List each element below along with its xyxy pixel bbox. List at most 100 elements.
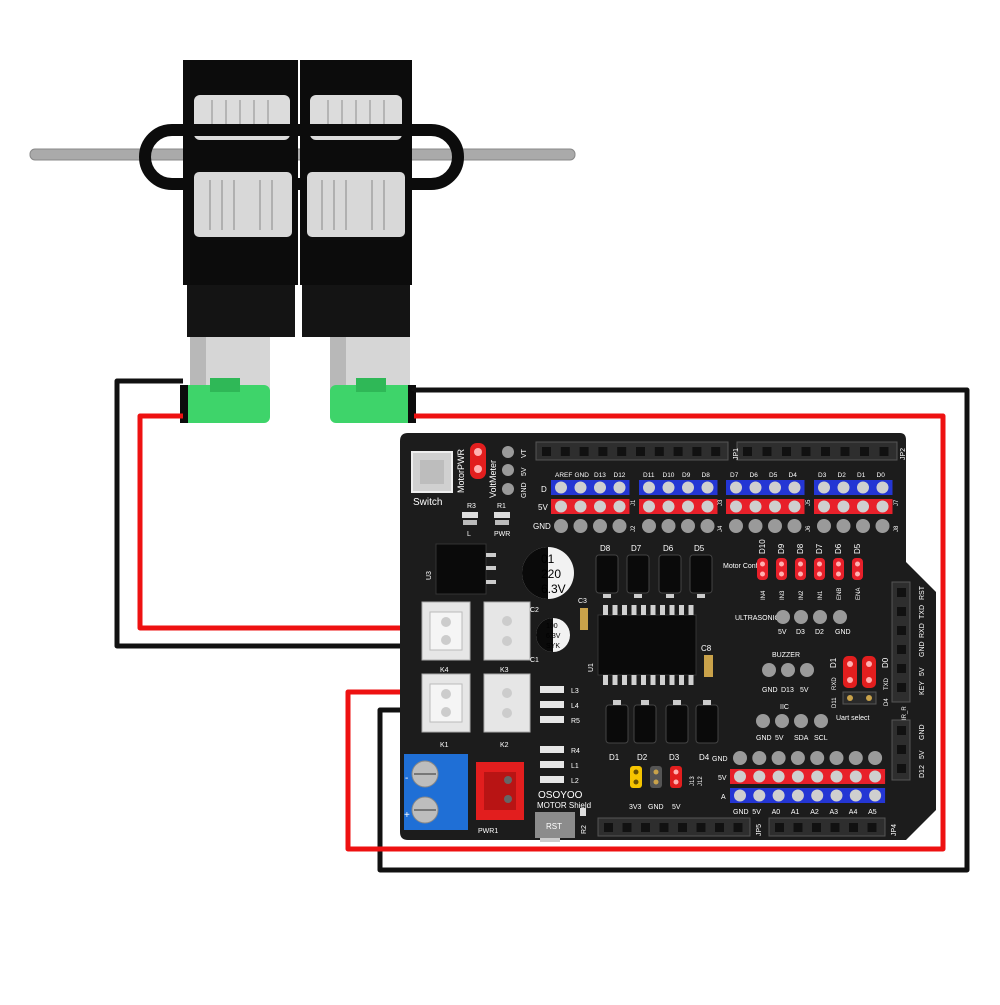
pin-d-hole: [788, 481, 801, 494]
analog-label-6: A4: [849, 809, 858, 816]
pin-gnd[interactable]: [700, 519, 715, 533]
jumper-red-5v[interactable]: [670, 766, 682, 788]
pin-gnd[interactable]: [787, 519, 802, 533]
connector-k1[interactable]: [421, 673, 471, 733]
analog-gnd-pin[interactable]: [771, 751, 786, 765]
res-bot-0: R4: [571, 748, 580, 755]
motor-config-jumper[interactable]: [814, 558, 825, 580]
jp5-hole: [641, 823, 650, 832]
right-header-label-2: RXD: [919, 623, 926, 638]
jp1-hole: [636, 447, 645, 456]
analog-gnd-pin[interactable]: [829, 751, 844, 765]
connector-k3[interactable]: [483, 601, 531, 661]
uart-jumper-d1[interactable]: [843, 656, 857, 688]
motor-config-bottom-5: ENA: [856, 588, 862, 600]
analog-gnd-pin[interactable]: [810, 751, 825, 765]
jumper-pin: [836, 561, 841, 567]
ultrasonic-pin[interactable]: [794, 610, 808, 624]
analog-gnd-pin[interactable]: [733, 751, 747, 765]
buzzer-pin[interactable]: [800, 663, 814, 677]
analog-gnd-pin[interactable]: [868, 751, 883, 765]
pin-5v-hole: [682, 500, 694, 513]
cap-small-line-1: 6.3V: [546, 633, 561, 640]
jp5-hole: [604, 823, 613, 832]
ir-label: IR_R: [902, 706, 908, 720]
analog-a-hole: [869, 789, 882, 802]
iic-pin-label-0: GND: [756, 735, 772, 742]
motor-end-right: [330, 385, 416, 423]
k1-label: K1: [440, 742, 449, 749]
u1-pin-top: [612, 605, 618, 615]
u1-pin-bottom: [650, 675, 656, 685]
buzzer-pin[interactable]: [762, 663, 776, 677]
iic-pin[interactable]: [814, 714, 828, 728]
buzzer-pin[interactable]: [781, 663, 795, 677]
pin-gnd[interactable]: [768, 519, 782, 533]
pin-gnd[interactable]: [836, 519, 851, 533]
motor-config-jumper[interactable]: [757, 558, 768, 580]
analog-gnd-pin[interactable]: [790, 751, 805, 765]
motor-config-jumper[interactable]: [795, 558, 806, 580]
u1-pin-bottom: [688, 675, 694, 685]
iic-pin[interactable]: [775, 714, 789, 728]
uart-jumper-d0[interactable]: [862, 656, 876, 688]
motor-config-top-4: D6: [834, 543, 843, 554]
jp2-hole: [762, 447, 772, 456]
motor-config-jumper[interactable]: [852, 558, 863, 580]
connector-k4[interactable]: [421, 601, 471, 661]
rst-button[interactable]: [535, 812, 575, 838]
pin-gnd[interactable]: [593, 519, 607, 533]
pin-gnd[interactable]: [661, 519, 676, 533]
ultrasonic-label: ULTRASONIC: [735, 615, 780, 622]
pin-gnd[interactable]: [573, 519, 588, 533]
ultrasonic-pin[interactable]: [776, 610, 790, 624]
motor-config-jumper[interactable]: [776, 558, 787, 580]
pin-label-8: D7: [730, 472, 739, 479]
analog-5v-hole: [753, 770, 766, 783]
jp1-label: JP1: [733, 448, 740, 460]
jp1-holes: [542, 447, 889, 456]
ultrasonic-pin[interactable]: [833, 610, 847, 624]
jumper-pin: [798, 571, 803, 577]
pin-d-hole: [643, 481, 655, 494]
row-label-5v: 5V: [538, 503, 548, 512]
pin-d-hole: [662, 481, 675, 494]
power-jack-red[interactable]: [476, 762, 524, 820]
pin-d-hole: [594, 481, 606, 494]
analog-gnd-pin[interactable]: [848, 751, 863, 765]
gear-low-left: [194, 172, 292, 237]
u3-label: U3: [426, 571, 433, 580]
pwr1-label: PWR1: [478, 828, 498, 835]
row-label-gnd: GND: [533, 522, 551, 531]
iic-pin[interactable]: [794, 714, 808, 728]
ultrasonic-pin[interactable]: [813, 610, 827, 624]
pin-gnd[interactable]: [729, 519, 743, 533]
pin-gnd[interactable]: [856, 519, 870, 533]
jp1-hole: [711, 447, 721, 456]
jp2-hole: [782, 447, 791, 456]
pin-gnd[interactable]: [642, 519, 656, 533]
pin-gnd[interactable]: [817, 519, 831, 533]
motor-chassis: [29, 60, 576, 423]
cap-small-line-2: SYK: [546, 643, 560, 650]
resistors-bottom: R4 L1 L2: [540, 746, 580, 785]
pin-gnd[interactable]: [875, 519, 890, 533]
power-terminal-blue[interactable]: [404, 754, 468, 830]
j12-label: J12: [698, 776, 704, 786]
pin-gnd[interactable]: [748, 519, 763, 533]
u1-pin-top: [650, 605, 656, 615]
motor-config-jumper[interactable]: [833, 558, 844, 580]
motor-config-top-0: D10: [758, 539, 767, 554]
motor-shield-board: Switch MotorPWR VoltMeter VT 5V GND R3 R…: [400, 433, 936, 842]
pin-gnd[interactable]: [554, 519, 568, 533]
connector-k2[interactable]: [483, 673, 531, 733]
iic-pin[interactable]: [756, 714, 770, 728]
motor-config-top-3: D7: [815, 543, 824, 554]
pin-gnd[interactable]: [612, 519, 627, 533]
mid-chip-label-1: D7: [631, 544, 642, 553]
bottom-row-5v: 5V: [718, 775, 727, 782]
pin-gnd[interactable]: [681, 519, 695, 533]
jumper-yellow[interactable]: [630, 766, 642, 788]
analog-gnd-pin[interactable]: [752, 751, 767, 765]
